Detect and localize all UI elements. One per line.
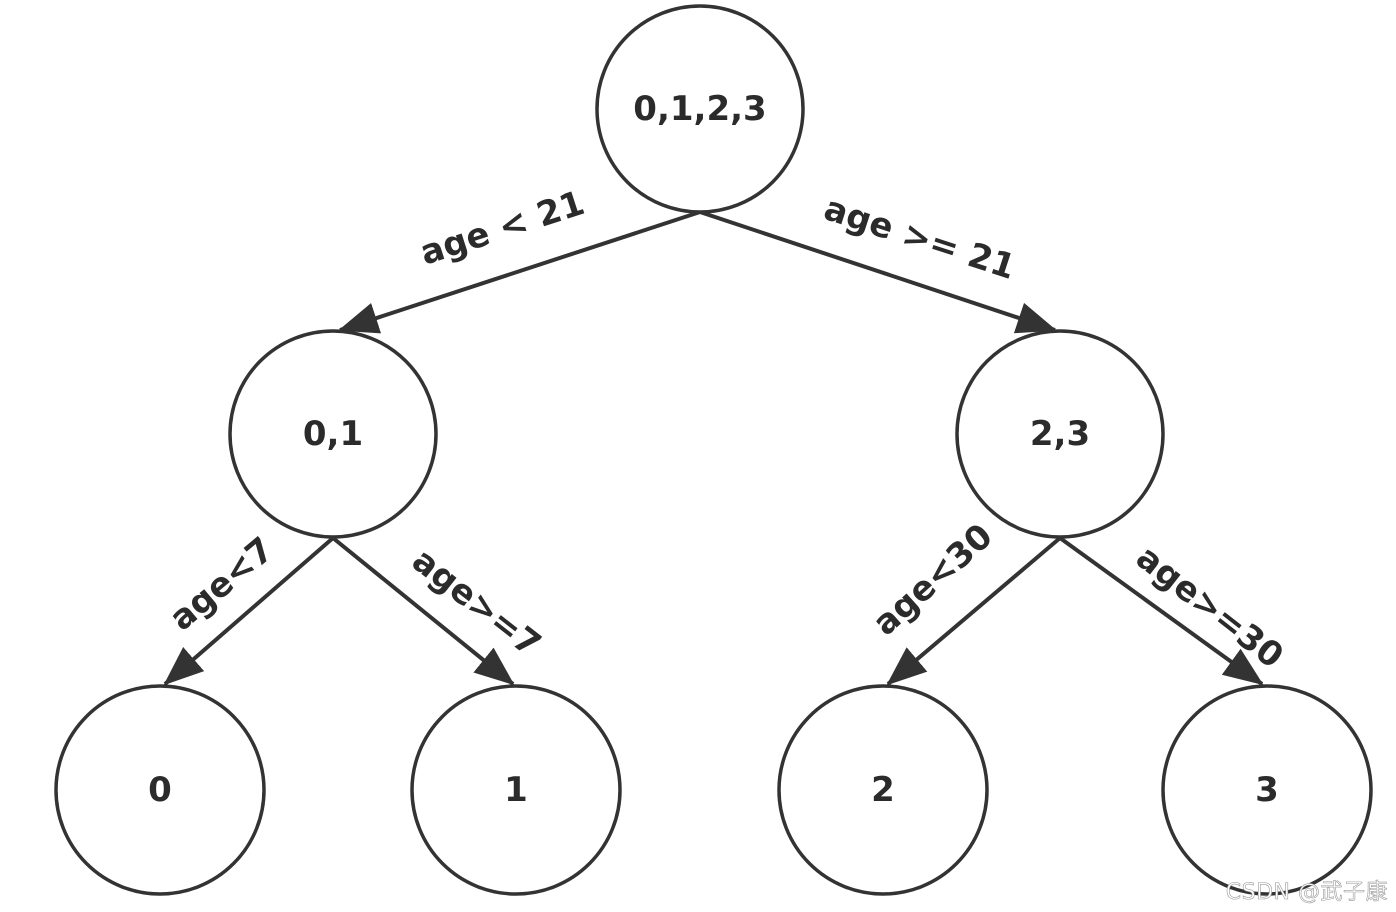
edge-left-to-leaf0 <box>163 536 335 686</box>
node-leaf-2: 2 <box>777 684 989 896</box>
edge-root-to-right <box>699 210 1057 334</box>
edge-label-left-leaf1: age>=7 <box>404 541 548 665</box>
node-left: 0,1 <box>228 329 438 539</box>
edge-label-right-leaf2: age<30 <box>865 516 1000 644</box>
edge-right-to-leaf3 <box>1058 536 1264 686</box>
node-leaf-3-label: 3 <box>1255 770 1279 810</box>
node-leaf-1: 1 <box>410 684 622 896</box>
node-root-label: 0,1,2,3 <box>633 89 766 129</box>
edge-label-root-left: age < 21 <box>415 183 589 274</box>
node-right-label: 2,3 <box>1030 414 1090 454</box>
node-left-label: 0,1 <box>303 414 363 454</box>
node-root: 0,1,2,3 <box>595 4 805 214</box>
node-right: 2,3 <box>955 329 1165 539</box>
node-leaf-0: 0 <box>54 684 266 896</box>
edge-left-to-leaf1 <box>331 536 515 686</box>
edge-label-root-right: age >= 21 <box>819 189 1020 288</box>
watermark: CSDN @武子康 <box>1225 880 1388 906</box>
node-leaf-2-label: 2 <box>871 770 895 810</box>
node-leaf-0-label: 0 <box>148 770 172 810</box>
edge-right-to-leaf2 <box>886 536 1062 686</box>
node-leaf-1-label: 1 <box>504 770 528 810</box>
node-leaf-3: 3 <box>1161 684 1373 896</box>
edge-label-left-leaf0: age<7 <box>162 530 282 639</box>
edge-root-to-left <box>338 210 701 334</box>
